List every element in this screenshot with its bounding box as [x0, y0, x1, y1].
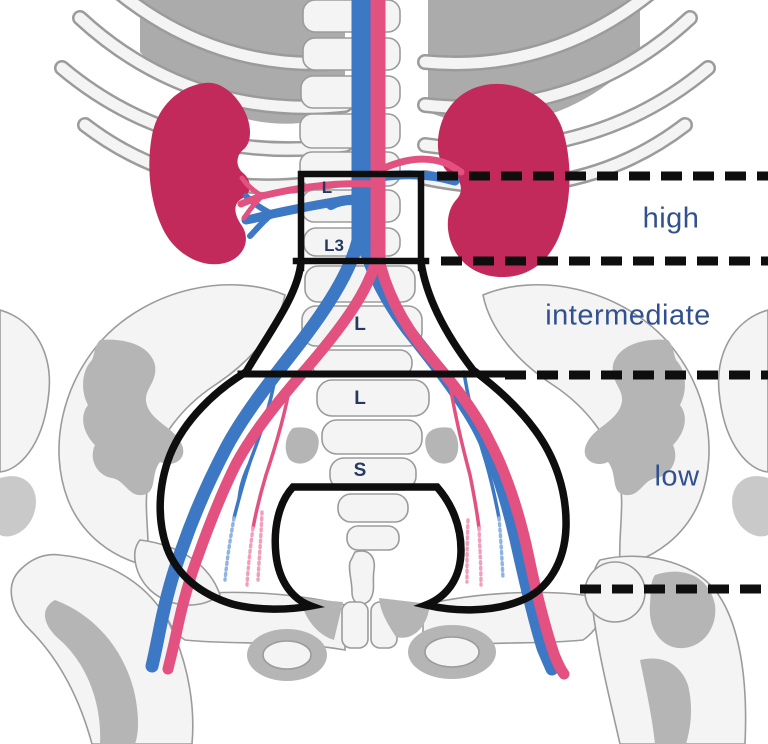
artery-dotted-right-1: [477, 526, 483, 587]
pubis: [163, 591, 605, 681]
vertebra-label-l-upper: L: [321, 178, 333, 197]
internal-iliac-vein-right: [462, 370, 501, 520]
internal-iliac-artery-right: [448, 383, 481, 530]
coccyx: [348, 550, 376, 605]
vertebra-label-s: S: [353, 460, 367, 481]
arteries: [162, 0, 570, 680]
renal-vein-stub: [326, 195, 357, 210]
high-zone-box: [297, 170, 425, 272]
zone-label-high: high: [642, 202, 700, 235]
hip-edge-left: [0, 309, 51, 473]
vertebra-label-l-mid: L: [354, 314, 366, 335]
left-renal-artery: [237, 180, 378, 208]
iliac-shading-left: [83, 339, 184, 496]
funnel-bowl-outline: [156, 257, 570, 614]
right-renal-artery: [376, 155, 465, 176]
sacrum: [285, 379, 459, 605]
pelvis: [0, 284, 768, 567]
kidney-left: [149, 82, 250, 265]
internal-iliac-artery-left: [251, 383, 292, 530]
zone-label-intermediate: intermediate: [545, 299, 711, 332]
zone-label-low: low: [654, 460, 700, 493]
left-iliac-vein: [145, 218, 368, 673]
artery-dotted-left-1: [245, 526, 255, 587]
hip-edge-right: [717, 309, 768, 473]
vein-dotted-right: [497, 516, 505, 580]
artery-dotted-right-2: [465, 518, 470, 584]
vertebra-label-l-lower: L: [354, 388, 366, 409]
right-iliac-artery: [372, 249, 570, 680]
artery-dotted-left-2: [256, 510, 264, 582]
dashed-boundaries: [437, 171, 768, 594]
vertebra-label-l3: L3: [324, 236, 344, 255]
vein-dotted-left: [223, 516, 236, 582]
zone-outlines: [156, 170, 570, 614]
iliac-shading-right: [584, 339, 685, 496]
left-iliac-artery: [162, 246, 384, 675]
